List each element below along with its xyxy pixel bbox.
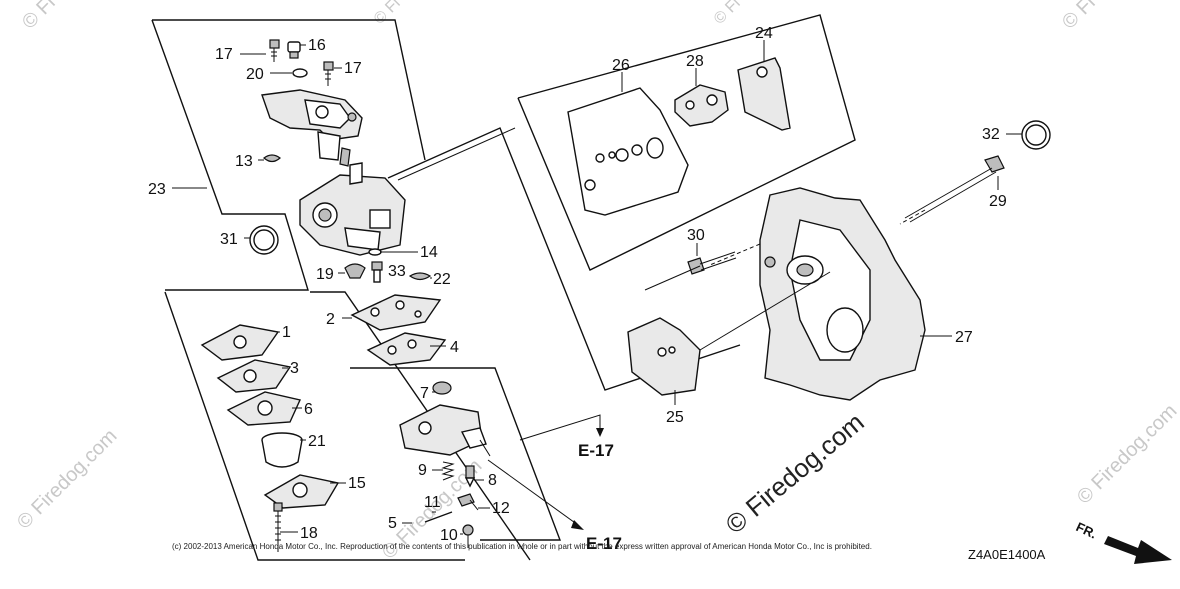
part-label: 28 [686, 53, 704, 70]
part-label: 8 [488, 472, 497, 489]
part-label: 3 [290, 360, 299, 377]
watermark-main: © Firedog.com [720, 407, 870, 540]
part-label: 33 [388, 263, 406, 280]
watermark-corner: © Fi [1058, 0, 1100, 34]
washer-32-icon [1021, 120, 1051, 150]
clip-22-icon [408, 272, 432, 281]
gasket-26-icon [567, 87, 689, 216]
o-ring-14-icon [368, 248, 382, 256]
part-label: 31 [220, 231, 238, 248]
part-label: 7 [420, 385, 429, 402]
group-23-box [152, 19, 426, 161]
part-label: 22 [433, 271, 451, 288]
screw-17a-icon [269, 39, 280, 62]
part-labels: 17 16 20 17 13 23 31 14 19 33 22 2 4 1 3… [148, 25, 1007, 544]
part-label: 24 [755, 25, 773, 42]
jet-33-icon [371, 261, 383, 283]
valve-8-icon [464, 465, 476, 488]
part-label: 2 [326, 311, 335, 328]
watermark-corner: © Fi [18, 0, 60, 34]
screw-18-icon [273, 502, 283, 552]
part-label: 1 [282, 324, 291, 341]
diagram-code: Z4A0E1400A [968, 547, 1046, 562]
front-marker-label: FR. [1074, 519, 1099, 541]
watermark-tile: © Firedog.com [1073, 400, 1180, 509]
group-bowl-box [350, 367, 562, 541]
part-label: 9 [418, 462, 427, 479]
part-label: 5 [388, 515, 397, 532]
clip-13-icon [263, 154, 281, 163]
gasket-28-icon [674, 84, 729, 127]
plug-16-icon [287, 41, 301, 59]
front-direction-arrow-icon: FR. [1074, 519, 1172, 564]
gasket-24-icon [737, 57, 791, 131]
screw-12-icon [457, 493, 479, 511]
bolt-30-icon [687, 251, 737, 275]
air-cleaner-case-27-icon [759, 187, 926, 401]
group-lower-left-box [164, 291, 465, 561]
washer-20-icon [292, 68, 308, 78]
gasket-group-box [517, 14, 856, 271]
float-bowl-icon [399, 404, 491, 457]
part-label: 15 [348, 475, 366, 492]
part-label: 16 [308, 37, 326, 54]
part-label: 19 [316, 266, 334, 283]
gasket-2-icon [350, 294, 442, 331]
part-label: 18 [300, 525, 318, 542]
part-label: 23 [148, 181, 166, 198]
ref-e17-upper: E-17 [578, 441, 614, 460]
plug-7-icon [432, 381, 452, 395]
part-label: 32 [982, 126, 1000, 143]
watermark-corner: © Fi [371, 0, 404, 28]
screw-17b-icon [323, 61, 334, 86]
part-label: 26 [612, 57, 630, 74]
carb-upper-body [261, 89, 363, 167]
plate-25-icon [627, 317, 701, 396]
part-label: 17 [215, 46, 233, 63]
bolt-29-icon [899, 155, 1005, 225]
part-label: 13 [235, 153, 253, 170]
screw-10-icon [462, 524, 474, 548]
part-label: 25 [666, 409, 684, 426]
watermark-tile: © Firedog.com [13, 425, 122, 534]
watermark-corner: © Fi [711, 0, 744, 28]
e17-lower-arrow [487, 459, 579, 526]
part-label: 6 [304, 401, 313, 418]
ref-e17-lower: E-17 [586, 534, 622, 553]
part-label: 12 [492, 500, 510, 517]
group-23-box-lower [151, 19, 309, 291]
part-label: 20 [246, 66, 264, 83]
part-label: 14 [420, 244, 438, 261]
part-label: 29 [989, 193, 1007, 210]
carb-main-body [299, 162, 406, 256]
copyright-notice: (c) 2002-2013 American Honda Motor Co., … [172, 542, 872, 551]
e17-upper-arrow [519, 414, 601, 441]
part-label: 10 [440, 527, 458, 544]
pin-11-icon [424, 511, 453, 523]
diaphragm-4-icon [366, 332, 447, 366]
part-label: 4 [450, 339, 459, 356]
part-label: 27 [955, 329, 973, 346]
part-label: 30 [687, 227, 705, 244]
spring-9-icon [441, 461, 455, 481]
leader-lines [172, 40, 1022, 535]
filter-cup-21-icon [261, 432, 303, 468]
part-label: 17 [344, 60, 362, 77]
watermark-tiles: © Fi © Fi © Firedog.com © Firedog.com © … [13, 0, 1180, 564]
cap-19-icon [344, 263, 366, 279]
part-label: 21 [308, 433, 326, 450]
part-label: 11 [424, 494, 441, 511]
